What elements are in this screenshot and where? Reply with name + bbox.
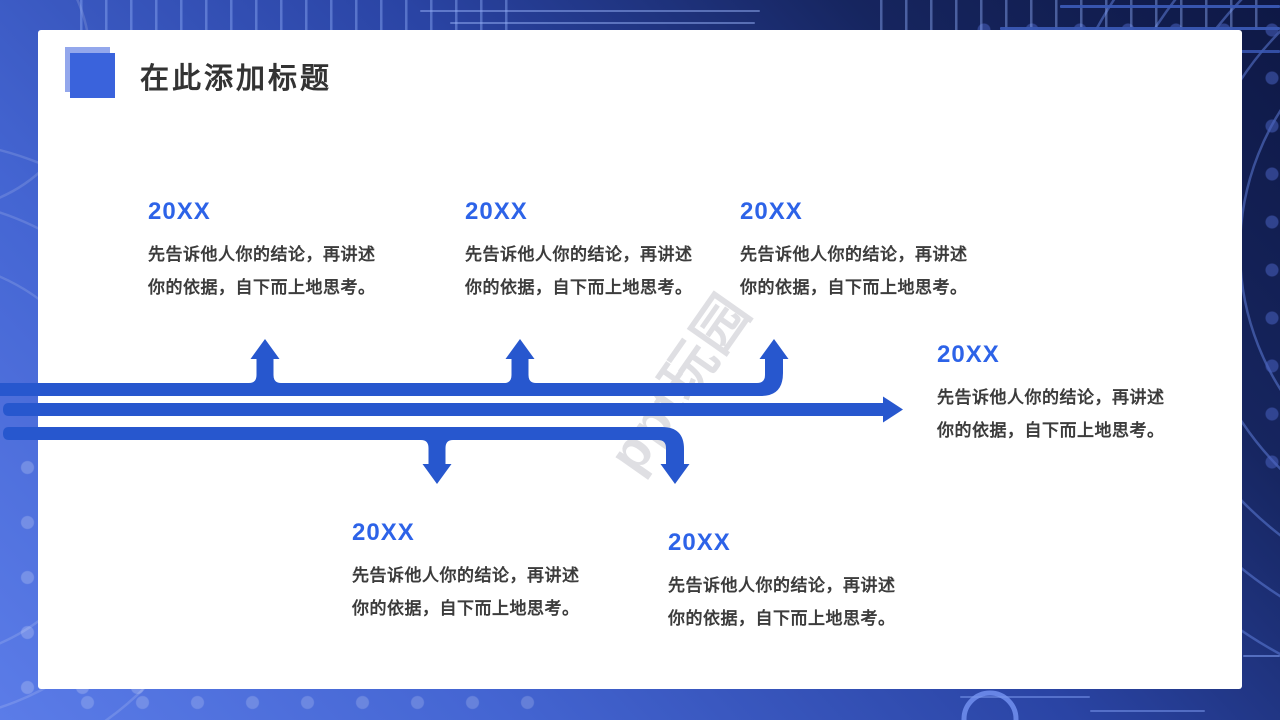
slide-content-card [38, 30, 1242, 689]
timeline-text-line: 你的依据，自下而上地思考。 [740, 278, 968, 297]
timeline-year: 20XX [148, 198, 211, 225]
timeline-item-right: 20XX 先告诉他人你的结论，再讲述 你的依据，自下而上地思考。 [937, 341, 1222, 447]
title-accent-square [70, 53, 115, 98]
timeline-text-line: 先告诉他人你的结论，再讲述 [465, 245, 693, 264]
timeline-item-top-1: 20XX 先告诉他人你的结论，再讲述 你的依据，自下而上地思考。 [148, 198, 433, 304]
arrow-top-bar [0, 339, 789, 396]
timeline-text-line: 你的依据，自下而上地思考。 [352, 599, 580, 618]
timeline-text-line: 先告诉他人你的结论，再讲述 [352, 566, 580, 585]
timeline-year: 20XX [668, 529, 731, 556]
timeline-text-line: 先告诉他人你的结论，再讲述 [668, 576, 896, 595]
timeline-text-line: 你的依据，自下而上地思考。 [465, 278, 693, 297]
arrow-up-branch-2 [504, 339, 536, 383]
arrow-bottom-bar [3, 427, 690, 484]
timeline-item-top-2: 20XX 先告诉他人你的结论，再讲述 你的依据，自下而上地思考。 [465, 198, 750, 304]
timeline-item-top-3: 20XX 先告诉他人你的结论，再讲述 你的依据，自下而上地思考。 [740, 198, 1025, 304]
timeline-year: 20XX [465, 198, 528, 225]
timeline-text-line: 你的依据，自下而上地思考。 [937, 421, 1165, 440]
timeline-year: 20XX [937, 341, 1000, 368]
timeline-item-bottom-1: 20XX 先告诉他人你的结论，再讲述 你的依据，自下而上地思考。 [352, 519, 637, 625]
timeline-year: 20XX [352, 519, 415, 546]
arrow-middle-bar [3, 396, 903, 423]
arrow-up-branch-1 [249, 339, 281, 383]
timeline-text-line: 先告诉他人你的结论，再讲述 [740, 245, 968, 264]
timeline-text-line: 先告诉他人你的结论，再讲述 [937, 388, 1165, 407]
timeline-text-line: 你的依据，自下而上地思考。 [668, 609, 896, 628]
timeline-text-line: 先告诉他人你的结论，再讲述 [148, 245, 376, 264]
page-title: 在此添加标题 [140, 63, 333, 95]
timeline-text-line: 你的依据，自下而上地思考。 [148, 278, 376, 297]
timeline-item-bottom-2: 20XX 先告诉他人你的结论，再讲述 你的依据，自下而上地思考。 [668, 529, 953, 635]
arrow-down-branch-1 [421, 440, 453, 484]
timeline-year: 20XX [740, 198, 803, 225]
